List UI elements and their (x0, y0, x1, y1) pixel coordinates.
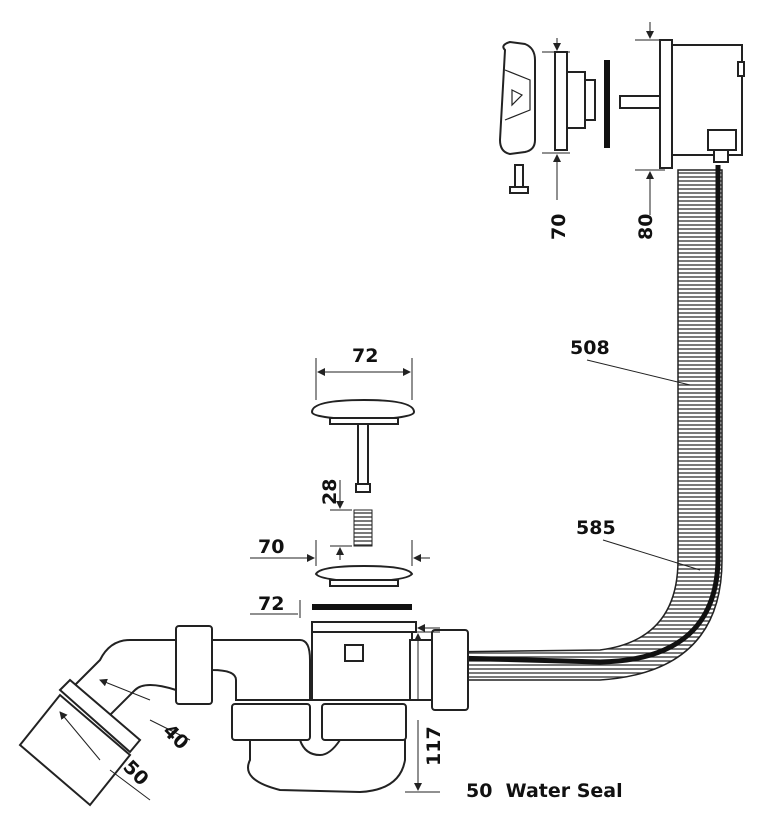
dim-label-plug: 72 (352, 345, 378, 367)
overflow-faceplate (554, 51, 596, 151)
outlet-nut (175, 625, 213, 705)
overflow-cap (498, 40, 536, 156)
waste-seal (312, 604, 412, 610)
dim-28 (330, 480, 352, 560)
dim-80-top (635, 22, 665, 215)
dim-label-overflow-cap: 70 (548, 214, 570, 240)
plug-thread (353, 509, 373, 547)
dim-72-plug (315, 358, 413, 400)
dim-117 (405, 631, 440, 793)
overflow-screw (509, 164, 529, 194)
corrugated-hose (379, 165, 723, 681)
dim-label-hose-508: 508 (570, 337, 610, 359)
angled-outlet (18, 639, 177, 807)
leader-585 (602, 539, 701, 571)
dim-70-grate (250, 540, 430, 566)
dim-50 (59, 711, 151, 801)
dim-72-seal (250, 600, 440, 632)
trap-body (211, 629, 469, 794)
overflow-body (659, 39, 745, 169)
dim-70-top (542, 38, 570, 200)
waste-flange (311, 621, 417, 633)
dim-label-seal: 72 (258, 593, 284, 615)
water-seal-caption: 50 Water Seal (466, 780, 623, 802)
dim-label-grate: 70 (258, 536, 284, 558)
dim-40 (99, 678, 191, 741)
dim-label-thread: 28 (319, 479, 341, 505)
dim-label-hose-585: 585 (576, 517, 616, 539)
dim-label-outlet-40: 40 (158, 720, 192, 754)
pop-up-plug (310, 398, 416, 493)
waste-grate (314, 564, 414, 587)
overflow-gasket (604, 60, 610, 148)
overflow-spindle (619, 95, 661, 109)
leader-508 (586, 359, 691, 386)
dim-label-trap-height: 117 (423, 726, 445, 766)
dim-label-overflow-body: 80 (635, 214, 657, 240)
